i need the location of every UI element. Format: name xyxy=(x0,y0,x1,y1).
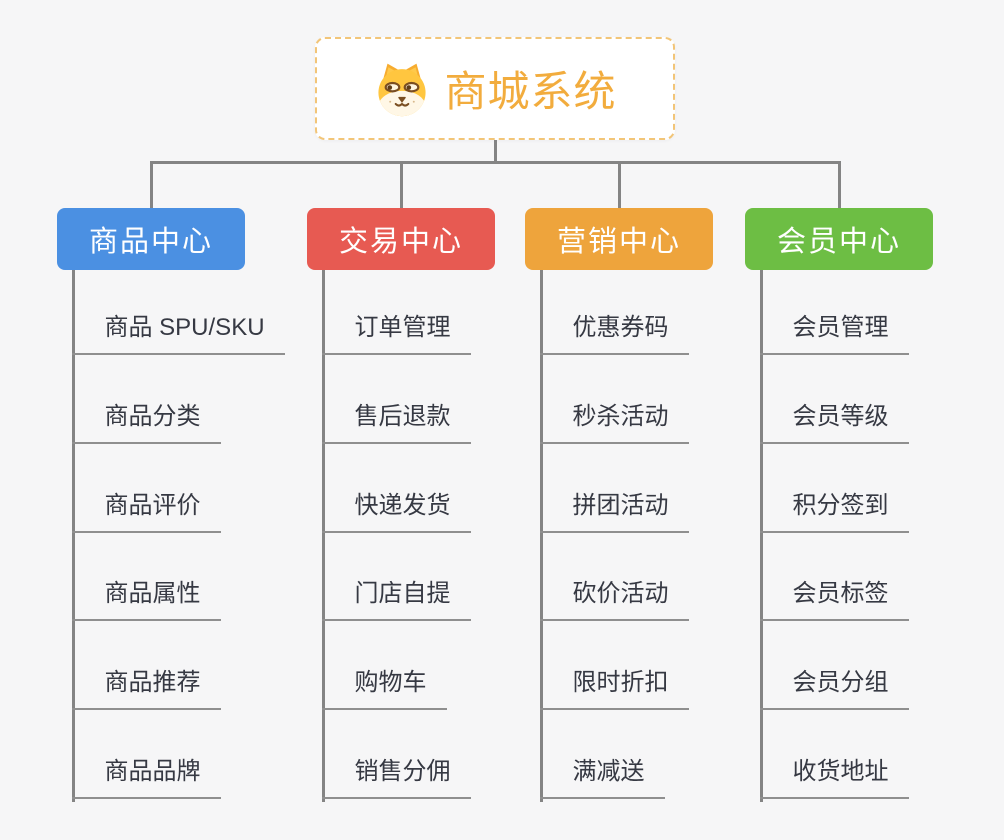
leaf-node[interactable]: 积分签到 xyxy=(759,491,909,533)
branch-trunk-line xyxy=(759,270,763,802)
leaf-node[interactable]: 售后退款 xyxy=(321,402,471,444)
branch-trunk-line xyxy=(321,270,325,802)
leaf-node[interactable]: 限时折扣 xyxy=(539,668,689,711)
dog-face-icon xyxy=(378,63,427,116)
leaf-node[interactable]: 会员标签 xyxy=(759,579,909,622)
leaf-node[interactable]: 秒杀活动 xyxy=(539,402,689,444)
leaf-node[interactable]: 会员分组 xyxy=(759,668,909,711)
branch-trunk-line xyxy=(71,270,75,802)
root-node-label: 商城系统 xyxy=(444,68,617,115)
leaf-node[interactable]: 快递发货 xyxy=(321,491,471,533)
connector-root-stem xyxy=(493,140,497,163)
leaf-node[interactable]: 商品品牌 xyxy=(71,757,221,799)
root-node[interactable]: 商城系统 xyxy=(315,37,675,140)
leaf-node[interactable]: 砍价活动 xyxy=(539,579,689,622)
branch-group-trade: 交易中心 订单管理售后退款快递发货门店自提购物车销售分佣 xyxy=(307,208,495,802)
branch-node-trade[interactable]: 交易中心 xyxy=(307,208,495,270)
leaf-node[interactable]: 购物车 xyxy=(321,668,447,711)
leaf-node[interactable]: 会员等级 xyxy=(759,402,909,444)
leaf-node[interactable]: 会员管理 xyxy=(759,313,909,355)
connector-drop-line xyxy=(837,161,841,209)
leaf-node[interactable]: 订单管理 xyxy=(321,313,471,355)
leaf-node[interactable]: 销售分佣 xyxy=(321,757,471,799)
branch-group-product: 商品中心 商品 SPU/SKU 商品分类商品评价商品属性商品推荐商品品牌 xyxy=(57,208,285,802)
branch-group-member: 会员中心 会员管理会员等级积分签到会员标签会员分组收货地址 xyxy=(745,208,933,802)
leaf-node[interactable]: 门店自提 xyxy=(321,579,471,622)
leaf-node[interactable]: 收货地址 xyxy=(759,757,909,799)
branch-node-product[interactable]: 商品中心 xyxy=(57,208,245,270)
branch-node-marketing[interactable]: 营销中心 xyxy=(525,208,713,270)
leaf-node[interactable]: 拼团活动 xyxy=(539,491,689,533)
branch-trunk-line xyxy=(539,270,543,802)
connector-drop-line xyxy=(149,161,153,209)
leaf-node[interactable]: 商品推荐 xyxy=(71,668,221,711)
connector-horizontal-bar xyxy=(149,161,839,164)
leaf-node[interactable]: 商品属性 xyxy=(71,579,221,622)
connector-drop-line xyxy=(399,161,403,209)
leaf-node[interactable]: 商品 SPU/SKU xyxy=(71,313,285,355)
branch-group-marketing: 营销中心 优惠券码秒杀活动拼团活动砍价活动限时折扣满减送 xyxy=(525,208,713,802)
leaf-node[interactable]: 商品分类 xyxy=(71,402,221,444)
leaf-node[interactable]: 商品评价 xyxy=(71,491,221,533)
connector-drop-line xyxy=(617,161,621,209)
leaf-node[interactable]: 优惠券码 xyxy=(539,313,689,355)
leaf-node[interactable]: 满减送 xyxy=(539,757,665,799)
branch-node-member[interactable]: 会员中心 xyxy=(745,208,933,270)
